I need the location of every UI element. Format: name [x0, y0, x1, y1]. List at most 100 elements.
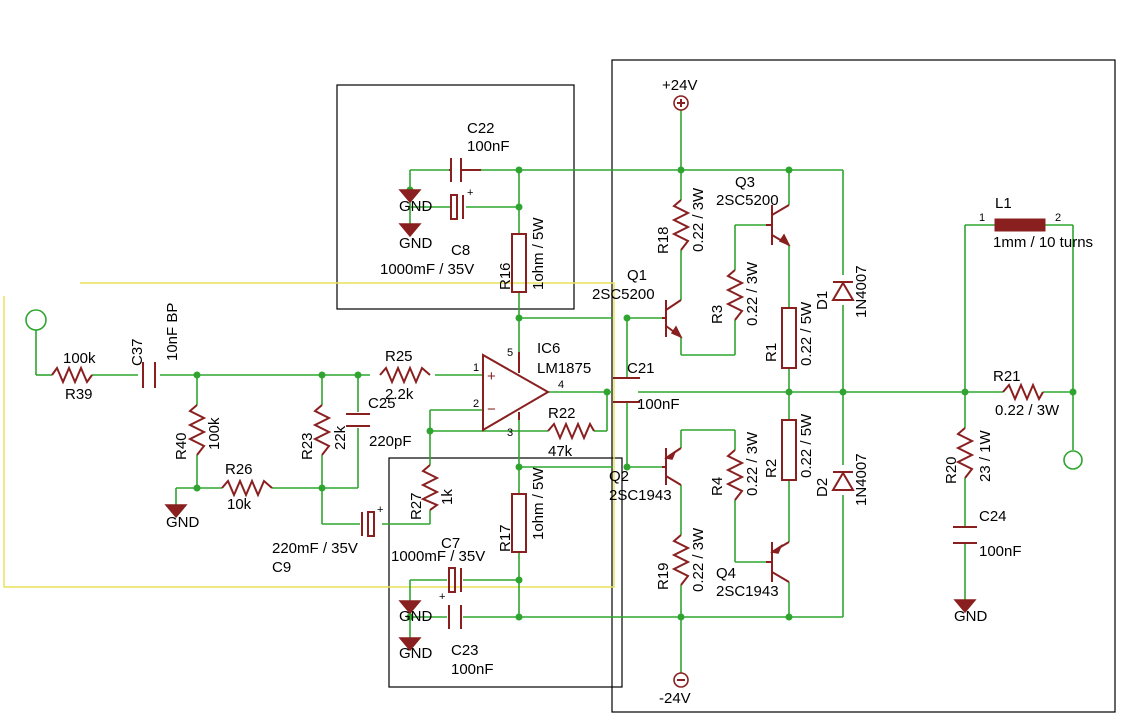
- q1-part: 2SC5200: [592, 286, 655, 303]
- gnd-label-1: GND: [399, 198, 433, 215]
- r16-ref: R16: [497, 262, 514, 290]
- r27-value: 1k: [439, 489, 456, 505]
- r22-ref: R22: [548, 405, 576, 422]
- r26-symbol: [221, 478, 273, 498]
- ic6-pin5: 5: [507, 347, 513, 359]
- r22-value: 47k: [548, 443, 573, 460]
- r27-symbol: [420, 464, 440, 511]
- wires: [35, 110, 1074, 673]
- q2-part: 2SC1943: [609, 487, 672, 504]
- r23-value: 22k: [332, 425, 349, 450]
- ic6-opamp-symbol: [482, 352, 551, 432]
- d1-part: 1N4007: [853, 265, 870, 318]
- r26-value: 10k: [227, 496, 252, 513]
- l1-value: 1mm / 10 turns: [993, 234, 1093, 251]
- r4-ref: R4: [709, 477, 726, 496]
- gnd-label-5: GND: [399, 645, 433, 662]
- svg-text:+: +: [439, 591, 445, 603]
- r22-symbol: [547, 421, 595, 441]
- d2-symbol: [831, 471, 855, 491]
- svg-text:+: +: [377, 504, 383, 516]
- lower-decoupling-frame: [388, 457, 623, 688]
- d2-part: 1N4007: [853, 453, 870, 506]
- q2-ref: Q2: [609, 468, 629, 485]
- c25-symbol: [346, 413, 370, 427]
- l1-pin1: 1: [979, 212, 985, 224]
- c23-ref: C23: [451, 642, 479, 659]
- neg-supply-terminal: [673, 672, 689, 688]
- gnd-label-6: GND: [954, 608, 988, 625]
- l1-ref: L1: [995, 195, 1012, 212]
- ic6-pin2: 2: [473, 398, 479, 410]
- r3-ref: R3: [709, 305, 726, 324]
- c9-symbol: +: [361, 504, 383, 537]
- q3-ref: Q3: [735, 174, 755, 191]
- ic6-plus: +: [487, 368, 496, 385]
- r17-ref: R17: [497, 524, 514, 552]
- r19-symbol: [671, 534, 691, 586]
- r19-ref: R19: [655, 562, 672, 590]
- d1-ref: D1: [814, 291, 831, 310]
- c37-value: 10nF BP: [164, 303, 181, 361]
- r40-symbol: [187, 404, 207, 456]
- r39-symbol: [51, 365, 93, 385]
- highlight-outline: [3, 282, 615, 588]
- pos-supply-terminal: [673, 95, 689, 111]
- l1-symbol: [994, 218, 1046, 232]
- r18-symbol: [671, 199, 691, 251]
- r18-ref: R18: [655, 226, 672, 254]
- r26-ref: R26: [225, 461, 253, 478]
- r3-value: 0.22 / 3W: [744, 261, 761, 326]
- q3-symbol: [766, 204, 791, 247]
- c8-value: 1000mF / 35V: [380, 261, 474, 278]
- c7-ref: C7: [441, 535, 460, 552]
- r20-value: 23 / 1W: [977, 429, 994, 482]
- c24-symbol: [953, 526, 977, 544]
- r20-ref: R20: [943, 456, 960, 484]
- r20-symbol: [955, 427, 975, 479]
- c23-symbol: [448, 605, 462, 629]
- r25-symbol: [379, 365, 431, 385]
- ic6-ref: IC6: [537, 340, 560, 357]
- r4-value: 0.22 / 3W: [744, 431, 761, 496]
- svg-text:+: +: [467, 187, 473, 199]
- r23-symbol: [312, 404, 332, 456]
- r18-value: 0.22 / 3W: [690, 187, 707, 252]
- ic6-minus: −: [487, 401, 496, 418]
- c22-value: 100nF: [467, 138, 510, 155]
- c21-value: 100nF: [637, 396, 680, 413]
- r2-ref: R2: [763, 459, 780, 478]
- ic6-pin1: 1: [473, 362, 479, 374]
- d1-symbol: [831, 281, 855, 301]
- c24-value: 100nF: [979, 543, 1022, 560]
- r39-ref: R39: [65, 386, 93, 403]
- junction-dots: [193, 166, 1077, 621]
- r39-value: 100k: [63, 350, 96, 367]
- r1-symbol: [781, 307, 797, 369]
- c25-value: 220pF: [369, 433, 412, 450]
- ic6-part: LM1875: [537, 360, 591, 377]
- r40-ref: R40: [173, 432, 190, 460]
- q4-symbol: [766, 541, 790, 583]
- r21-symbol: [1002, 382, 1044, 402]
- c37-symbol: [142, 362, 156, 388]
- d2-ref: D2: [814, 478, 831, 497]
- r1-ref: R1: [763, 343, 780, 362]
- ic6-pin3: 3: [507, 427, 513, 439]
- q4-ref: Q4: [716, 565, 736, 582]
- c8-ref: C8: [451, 242, 470, 259]
- r25-ref: R25: [385, 348, 413, 365]
- ic6-pin4: 4: [558, 379, 564, 391]
- r25-value: 2.2k: [385, 386, 414, 403]
- c9-ref: C9: [272, 559, 291, 576]
- r2-value: 0.22 / 5W: [798, 413, 815, 478]
- r16-symbol: [511, 233, 527, 293]
- r3-symbol: [725, 269, 745, 321]
- q4-part: 2SC1943: [716, 583, 779, 600]
- r21-value: 0.22 / 3W: [995, 402, 1060, 419]
- c22-symbol: [449, 158, 481, 182]
- neg-rail-label: -24V: [659, 690, 691, 707]
- gnd-label-3: GND: [166, 514, 200, 531]
- c21-ref: C21: [627, 360, 655, 377]
